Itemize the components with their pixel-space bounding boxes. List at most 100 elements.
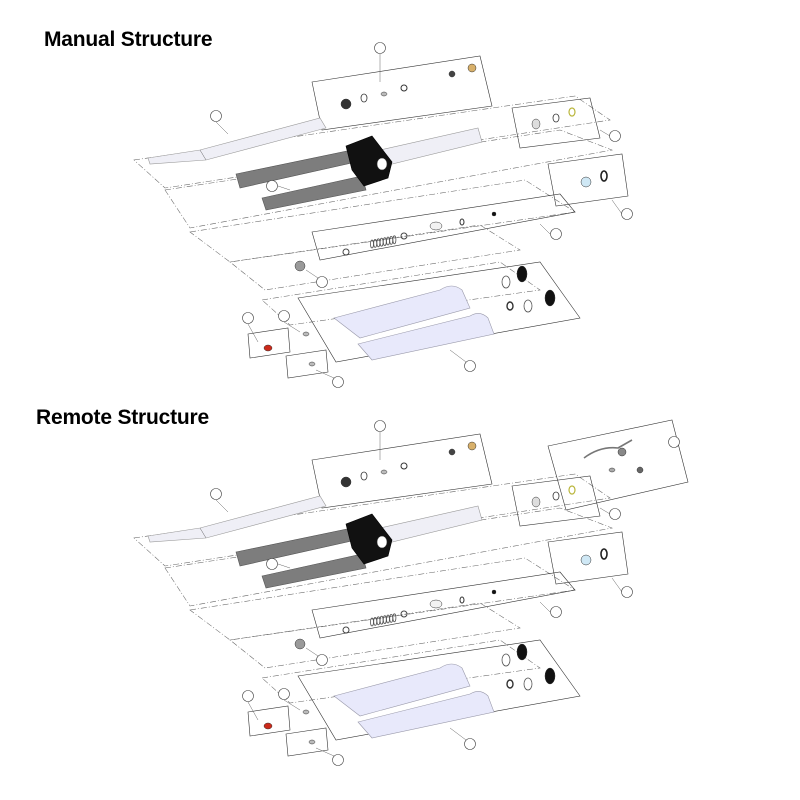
clamp-part xyxy=(608,467,616,473)
spring-coil-part xyxy=(392,613,397,623)
bolt-part xyxy=(302,331,310,337)
callout-circle xyxy=(621,208,633,220)
remote-structure-section xyxy=(133,420,633,766)
callout-circle xyxy=(621,586,633,598)
spring-coil-part xyxy=(386,236,390,246)
group-4-box xyxy=(247,327,291,359)
group-2-box xyxy=(297,261,581,363)
callout-5 xyxy=(316,654,328,666)
callout-8 xyxy=(609,130,621,142)
adjuster-part xyxy=(294,260,306,272)
leader-line xyxy=(305,647,319,657)
callout-3 xyxy=(242,690,254,702)
rod-part xyxy=(380,469,388,475)
guide-outline xyxy=(133,473,611,567)
remote-lever-group-12 xyxy=(547,419,689,511)
callout-circle xyxy=(550,228,562,240)
washer-part xyxy=(400,232,408,240)
air-rod-part xyxy=(147,117,327,165)
callout-2 xyxy=(332,376,344,388)
callout-6 xyxy=(550,228,562,240)
group-4-box xyxy=(247,705,291,737)
guide-outline xyxy=(229,224,521,291)
callout-5 xyxy=(316,276,328,288)
group-8-box xyxy=(547,153,629,207)
leader-line xyxy=(539,223,551,235)
leader-line xyxy=(599,129,611,137)
group-9-box xyxy=(511,97,601,149)
o-ring-part xyxy=(600,170,608,182)
o-ring-part xyxy=(552,113,560,123)
callout-circle xyxy=(210,110,222,122)
rod-edge xyxy=(199,527,207,539)
callout-0 xyxy=(266,558,278,570)
rod-edge xyxy=(199,149,207,161)
piston-part xyxy=(531,118,541,130)
callout-3 xyxy=(242,312,254,324)
callout-10 xyxy=(374,420,386,432)
group-2-box xyxy=(297,639,581,741)
callout-circle xyxy=(609,130,621,142)
callout-circle xyxy=(316,654,328,666)
leader-line xyxy=(599,507,611,515)
gold-ring-part xyxy=(568,107,576,117)
leader-line xyxy=(315,747,335,757)
washer-part xyxy=(506,301,514,311)
washer-part xyxy=(506,679,514,689)
spring-coil-part xyxy=(379,237,384,247)
callout-circle xyxy=(374,42,386,54)
callout-9 xyxy=(210,110,222,122)
guide-outline xyxy=(133,95,611,189)
damper-body-part xyxy=(429,599,443,609)
leader-line xyxy=(277,563,291,569)
manual-structure-section xyxy=(133,42,633,388)
leader-line xyxy=(283,699,301,711)
seal-head-part xyxy=(580,554,592,566)
callout-8 xyxy=(609,508,621,520)
ball-part xyxy=(491,589,497,595)
cable-part xyxy=(583,439,633,459)
piston-part xyxy=(531,496,541,508)
crown-part xyxy=(345,135,393,187)
callout-4 xyxy=(278,688,290,700)
guide-outline xyxy=(229,602,521,669)
red-knob-part xyxy=(263,344,273,352)
lower-leg-right-part xyxy=(357,313,495,361)
steerer-tube-part xyxy=(379,127,483,167)
gold-nut-part xyxy=(467,441,477,451)
group-8-box xyxy=(547,531,629,585)
o-ring-part xyxy=(400,462,408,470)
callout-1 xyxy=(464,360,476,372)
callout-circle xyxy=(464,360,476,372)
bolt-part xyxy=(308,739,316,745)
callout-11 xyxy=(668,436,680,448)
spring-coil-part xyxy=(376,616,381,626)
callout-circle xyxy=(266,558,278,570)
seal-part xyxy=(516,643,528,661)
foam-ring-part xyxy=(523,677,533,691)
nut-part xyxy=(448,448,456,456)
washer-part xyxy=(400,610,408,618)
foam-ring-part xyxy=(501,653,511,667)
cap-part xyxy=(340,98,352,110)
adjuster-part xyxy=(294,638,306,650)
callout-circle xyxy=(266,180,278,192)
washer-part xyxy=(342,248,350,256)
leader-line xyxy=(283,321,301,333)
crown-hole xyxy=(376,535,388,549)
stanchion-right-part xyxy=(261,175,367,211)
callout-7 xyxy=(621,208,633,220)
callout-circle xyxy=(609,508,621,520)
callout-circle xyxy=(242,312,254,324)
spring-coil-part xyxy=(376,238,381,248)
group-12-box xyxy=(547,419,689,511)
spring-coil-part xyxy=(382,615,387,625)
gold-ring-part xyxy=(568,485,576,495)
o-ring-part xyxy=(400,84,408,92)
crown-part xyxy=(345,513,393,565)
foam-ring-part xyxy=(501,275,511,289)
spring-coil-part xyxy=(389,235,394,245)
seal-part xyxy=(544,289,556,307)
stanchion-right-part xyxy=(261,553,367,589)
callout-2 xyxy=(332,754,344,766)
